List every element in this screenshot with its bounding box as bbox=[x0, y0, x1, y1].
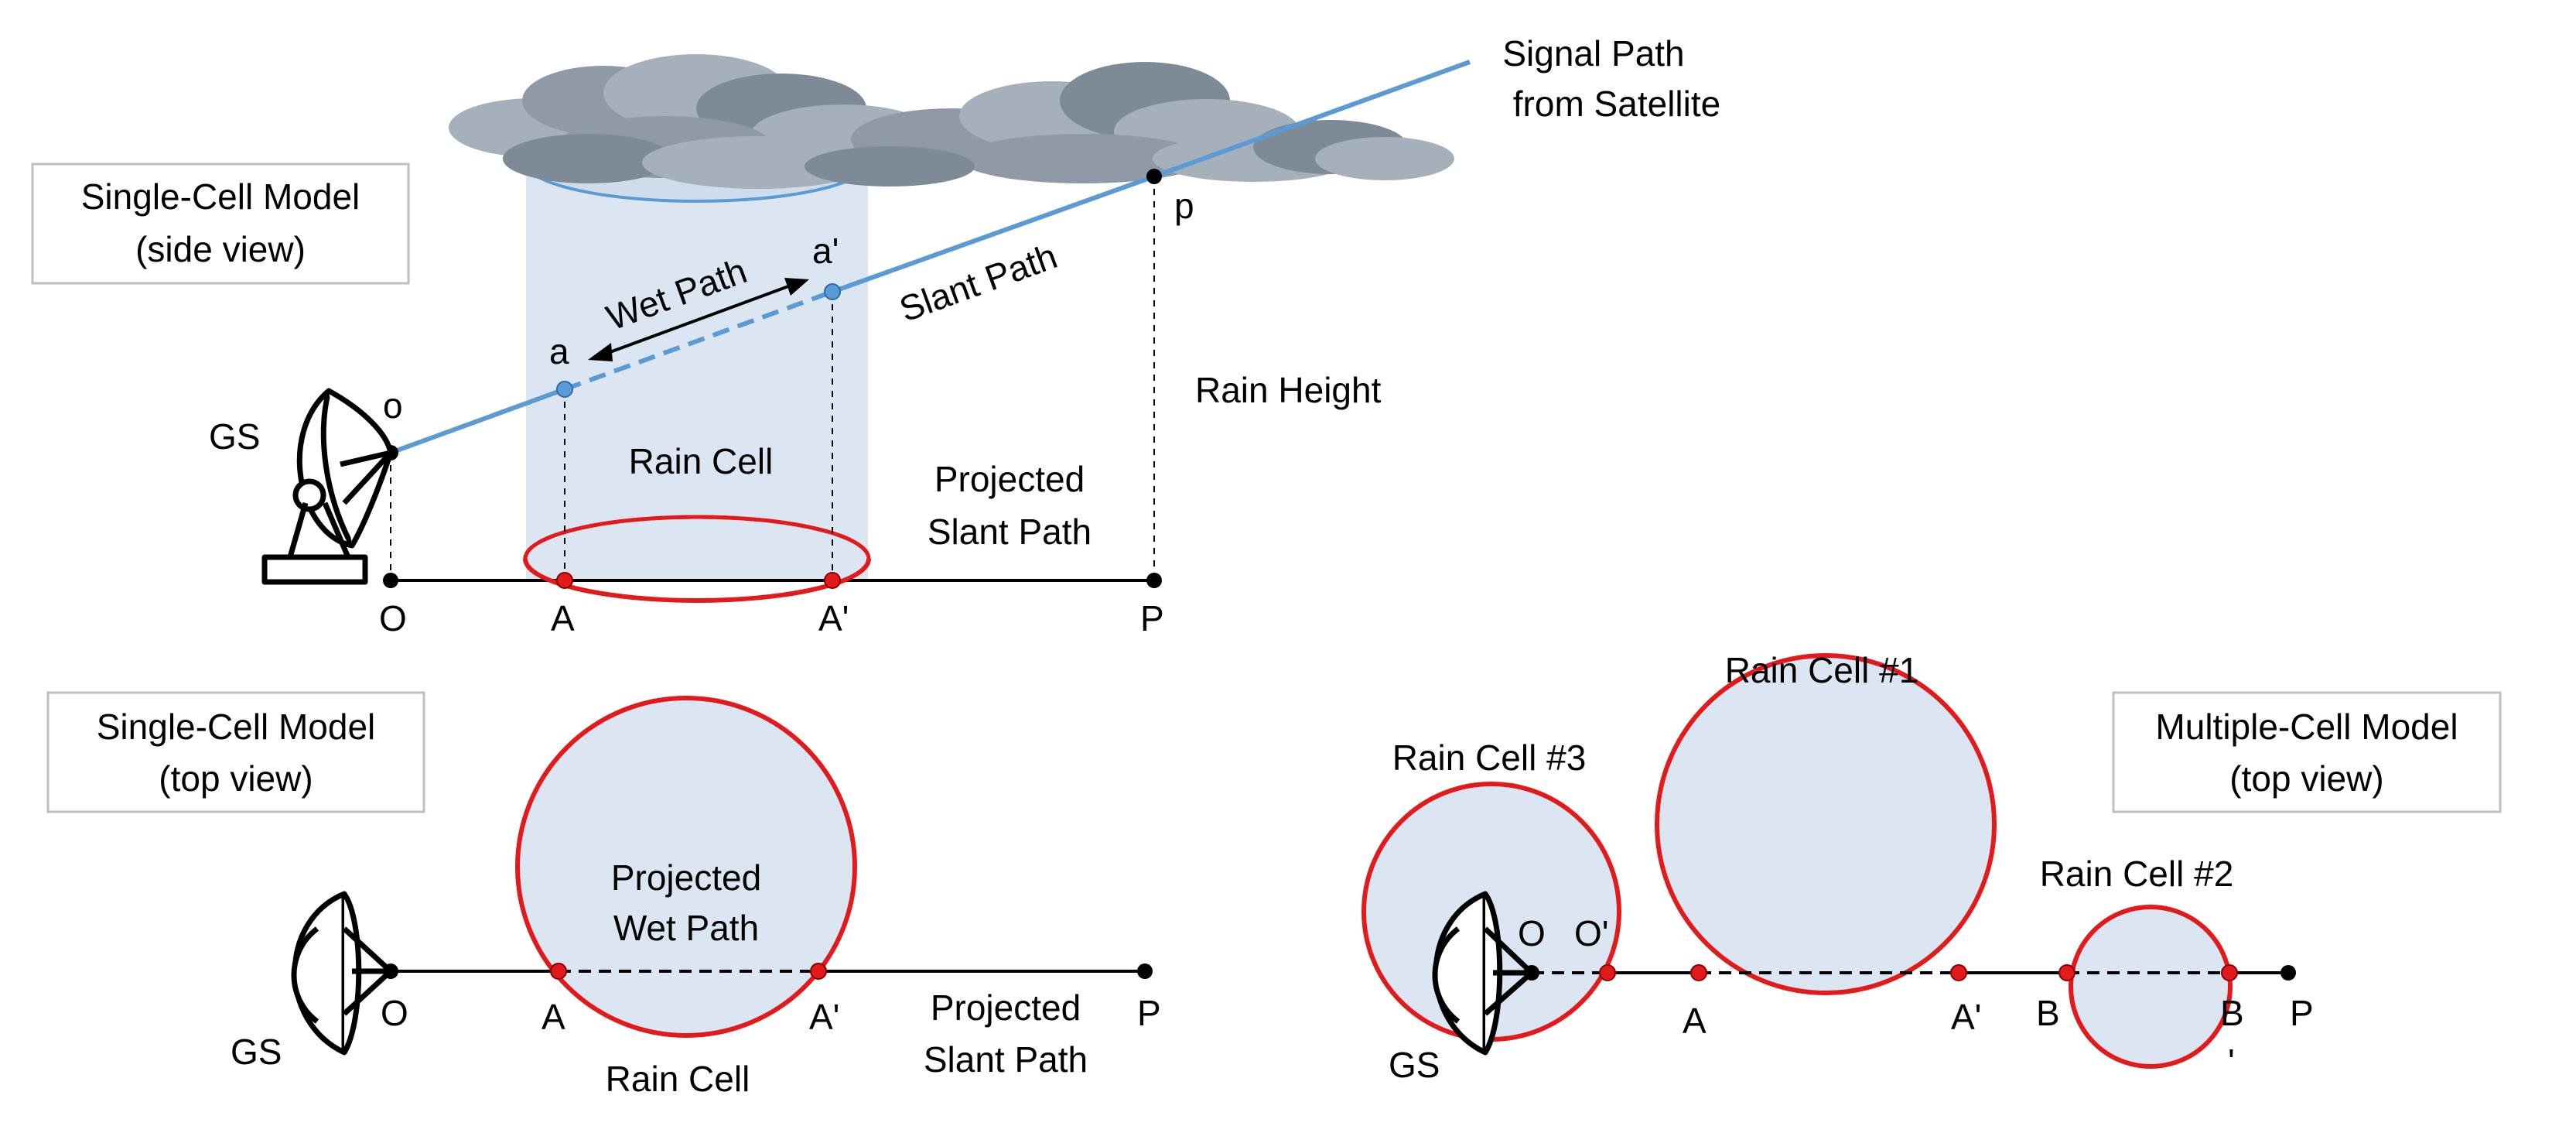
single-top-wet-label-line1: Projected bbox=[611, 857, 761, 898]
multi-point-A-prime bbox=[1950, 964, 1967, 981]
side-o-label: o bbox=[383, 385, 403, 426]
side-a-label: a bbox=[549, 331, 569, 371]
rain-cell-side-label: Rain Cell bbox=[629, 441, 774, 481]
side-view-title-line1: Single-Cell Model bbox=[81, 176, 360, 217]
single-top-gs-label: GS bbox=[231, 1032, 282, 1072]
multi-A-prime-label: A' bbox=[1951, 997, 1981, 1037]
single-top-title-line1: Single-Cell Model bbox=[97, 707, 376, 747]
multi-point-O bbox=[1524, 965, 1539, 981]
point-a bbox=[556, 381, 573, 398]
multi-top-dish-icon bbox=[1432, 891, 1534, 1056]
slant-path-label: Slant Path bbox=[894, 235, 1062, 329]
side-a-prime-label: a' bbox=[812, 231, 839, 271]
ground-station-dish-icon bbox=[261, 388, 394, 585]
single-top-A-label: A bbox=[542, 997, 565, 1037]
multi-top-title-line1: Multiple-Cell Model bbox=[2155, 707, 2458, 747]
signal-path-from-satellite bbox=[1153, 60, 1471, 179]
rain-cell-2 bbox=[2069, 905, 2233, 1069]
signal-path-label-line1: Signal Path bbox=[1502, 33, 1684, 74]
multi-point-B-prime bbox=[2221, 964, 2238, 981]
point-O bbox=[383, 573, 398, 588]
side-gs-label: GS bbox=[209, 416, 260, 457]
multi-B-prime-mark: ' bbox=[2228, 1042, 2235, 1082]
multi-A-label: A bbox=[1683, 1001, 1707, 1041]
point-P bbox=[1146, 573, 1162, 588]
multi-O-prime-label: O' bbox=[1574, 913, 1609, 953]
single-top-wet-label-line2: Wet Path bbox=[613, 908, 759, 948]
signal-path-wet bbox=[563, 289, 834, 392]
cloud-layer bbox=[449, 54, 1454, 189]
single-top-projected-line1: Projected bbox=[931, 987, 1081, 1028]
single-top-point-A-prime bbox=[810, 963, 827, 980]
rain-cell-footprint-front bbox=[523, 558, 871, 603]
multi-top-title-line2: (top view) bbox=[2229, 758, 2383, 799]
signal-path-o-a bbox=[389, 387, 566, 455]
side-p-label: p bbox=[1174, 186, 1194, 226]
single-top-projected-line2: Slant Path bbox=[924, 1039, 1088, 1080]
multi-point-A bbox=[1690, 964, 1707, 981]
single-top-title-line2: (top view) bbox=[159, 758, 313, 799]
single-top-view-panel: Single-Cell Model (top view) Projected W… bbox=[46, 691, 1161, 1099]
multi-P-label: P bbox=[2290, 993, 2314, 1033]
rain-cell-1-label: Rain Cell #1 bbox=[1725, 650, 1919, 690]
side-view-panel: Single-Cell Model (side view) bbox=[31, 33, 1720, 638]
point-A-prime bbox=[824, 572, 841, 589]
signal-path-label-line2: from Satellite bbox=[1513, 84, 1720, 124]
multi-B-label: B bbox=[2036, 993, 2060, 1033]
single-top-rain-cell bbox=[515, 696, 857, 1038]
point-a-prime bbox=[824, 283, 841, 300]
point-A bbox=[556, 572, 573, 589]
multi-top-view-panel: Multiple-Cell Model (top view) Rain Cell… bbox=[1361, 650, 2502, 1085]
wet-path-arrow bbox=[588, 278, 809, 361]
side-O-label: O bbox=[379, 598, 407, 638]
rain-cell-2-label: Rain Cell #2 bbox=[2040, 854, 2234, 894]
single-top-title-box bbox=[46, 691, 425, 813]
multi-point-O-prime bbox=[1599, 964, 1616, 981]
multi-top-title-box bbox=[2112, 691, 2502, 813]
single-top-A-prime-label: A' bbox=[809, 997, 839, 1037]
side-view-title-line2: (side view) bbox=[135, 229, 306, 269]
side-projected-label-line1: Projected bbox=[934, 459, 1085, 499]
signal-path-a-prime-p bbox=[831, 174, 1156, 294]
single-top-O-label: O bbox=[381, 993, 408, 1033]
rain-height-label: Rain Height bbox=[1195, 370, 1382, 410]
multi-point-P bbox=[2280, 965, 2296, 981]
multi-O-label: O bbox=[1518, 913, 1546, 953]
single-top-dish-icon bbox=[291, 891, 393, 1056]
point-p bbox=[1146, 169, 1162, 184]
side-A-prime-label: A' bbox=[818, 598, 849, 638]
rain-cell-cylinder bbox=[526, 163, 868, 580]
multi-gs-label: GS bbox=[1389, 1045, 1440, 1085]
rain-cell-1 bbox=[1655, 653, 1997, 995]
side-A-label: A bbox=[551, 598, 575, 638]
side-projected-label-line2: Slant Path bbox=[928, 512, 1092, 552]
single-top-rain-cell-label: Rain Cell bbox=[606, 1059, 750, 1099]
single-top-point-A bbox=[550, 963, 567, 980]
multi-point-B bbox=[2058, 964, 2075, 981]
side-P-label: P bbox=[1140, 598, 1164, 638]
single-top-point-P bbox=[1137, 963, 1153, 979]
rain-cell-3-label: Rain Cell #3 bbox=[1392, 738, 1587, 778]
side-view-title-box bbox=[31, 163, 410, 285]
multi-B-prime-label: B bbox=[2220, 993, 2244, 1033]
rain-cell-footprint-back bbox=[523, 515, 871, 560]
single-top-P-label: P bbox=[1137, 993, 1161, 1033]
